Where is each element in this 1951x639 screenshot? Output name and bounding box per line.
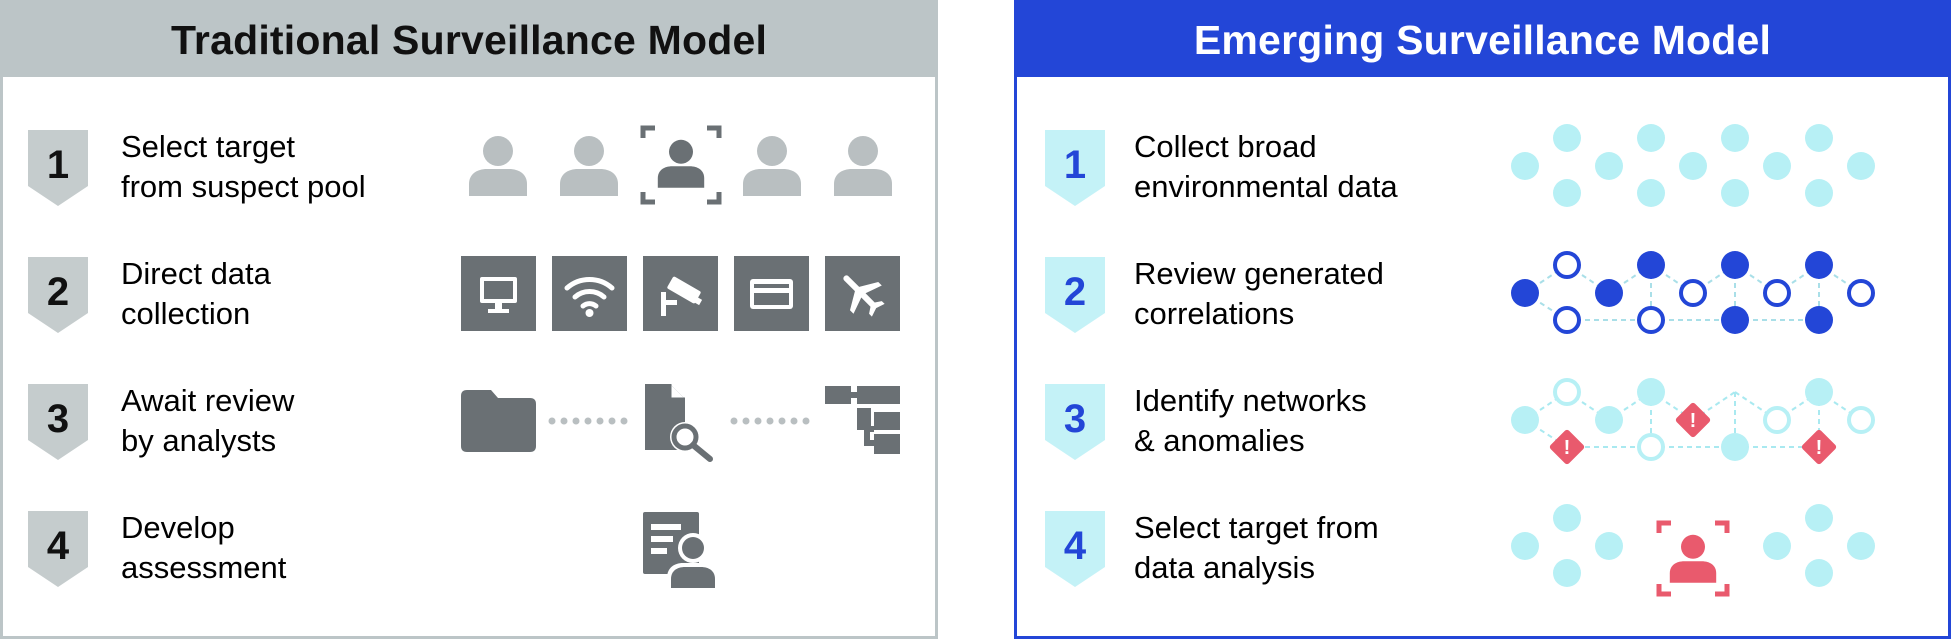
traditional-step-3-label: Await review by analysts	[121, 383, 295, 458]
emerging-step-1-label: Collect broad environmental data	[1134, 129, 1398, 204]
anomaly-alert-icon	[1674, 401, 1712, 439]
data-points	[1511, 504, 1875, 587]
traditional-step-1-label: Select target from suspect pool	[121, 129, 366, 204]
person-icon	[743, 136, 801, 196]
anomaly-alert-icon	[1548, 428, 1586, 466]
emerging-step-2-label: Review generated correlations	[1134, 256, 1384, 331]
targeted-person-icon	[640, 125, 722, 205]
step-4-number: 4	[1064, 524, 1087, 568]
traditional-step-4-label: Develop assessment	[121, 510, 287, 585]
anomaly-network	[1511, 378, 1875, 466]
report-person-icon	[643, 512, 719, 588]
cctv-camera-icon	[661, 276, 703, 316]
person-icon	[469, 136, 527, 196]
dotted-connector	[730, 417, 810, 425]
step-3-number: 3	[1064, 397, 1086, 441]
airplane-icon	[843, 275, 885, 317]
person-icon	[834, 136, 892, 196]
step-3-number: 3	[47, 397, 69, 441]
wifi-icon	[564, 277, 615, 309]
selected-target-icon	[1656, 520, 1730, 597]
step-1-number: 1	[47, 143, 69, 187]
emerging-step-4-label: Select target from data analysis	[1134, 510, 1379, 585]
folder-icon	[461, 390, 536, 452]
traditional-model-title: Traditional Surveillance Model	[3, 3, 935, 77]
hierarchy-icon	[825, 386, 900, 454]
emerging-model-panel: Emerging Surveillance Model	[1014, 0, 1951, 639]
anomaly-alert-icon	[1800, 428, 1838, 466]
emerging-step-3-label: Identify networks & anomalies	[1134, 383, 1367, 458]
traditional-model-panel: Traditional Surveillance Model	[0, 0, 938, 639]
step-4-number: 4	[47, 524, 70, 568]
step-2-number: 2	[1064, 270, 1086, 314]
data-points	[1511, 124, 1875, 207]
dotted-connector	[548, 417, 628, 425]
person-icon	[560, 136, 618, 196]
step-2-number: 2	[47, 270, 69, 314]
document-search-icon	[645, 384, 713, 462]
traditional-step-2-label: Direct data collection	[121, 256, 271, 331]
step-1-number: 1	[1064, 143, 1086, 187]
emerging-model-title: Emerging Surveillance Model	[1017, 3, 1948, 77]
correlation-network	[1511, 251, 1875, 334]
